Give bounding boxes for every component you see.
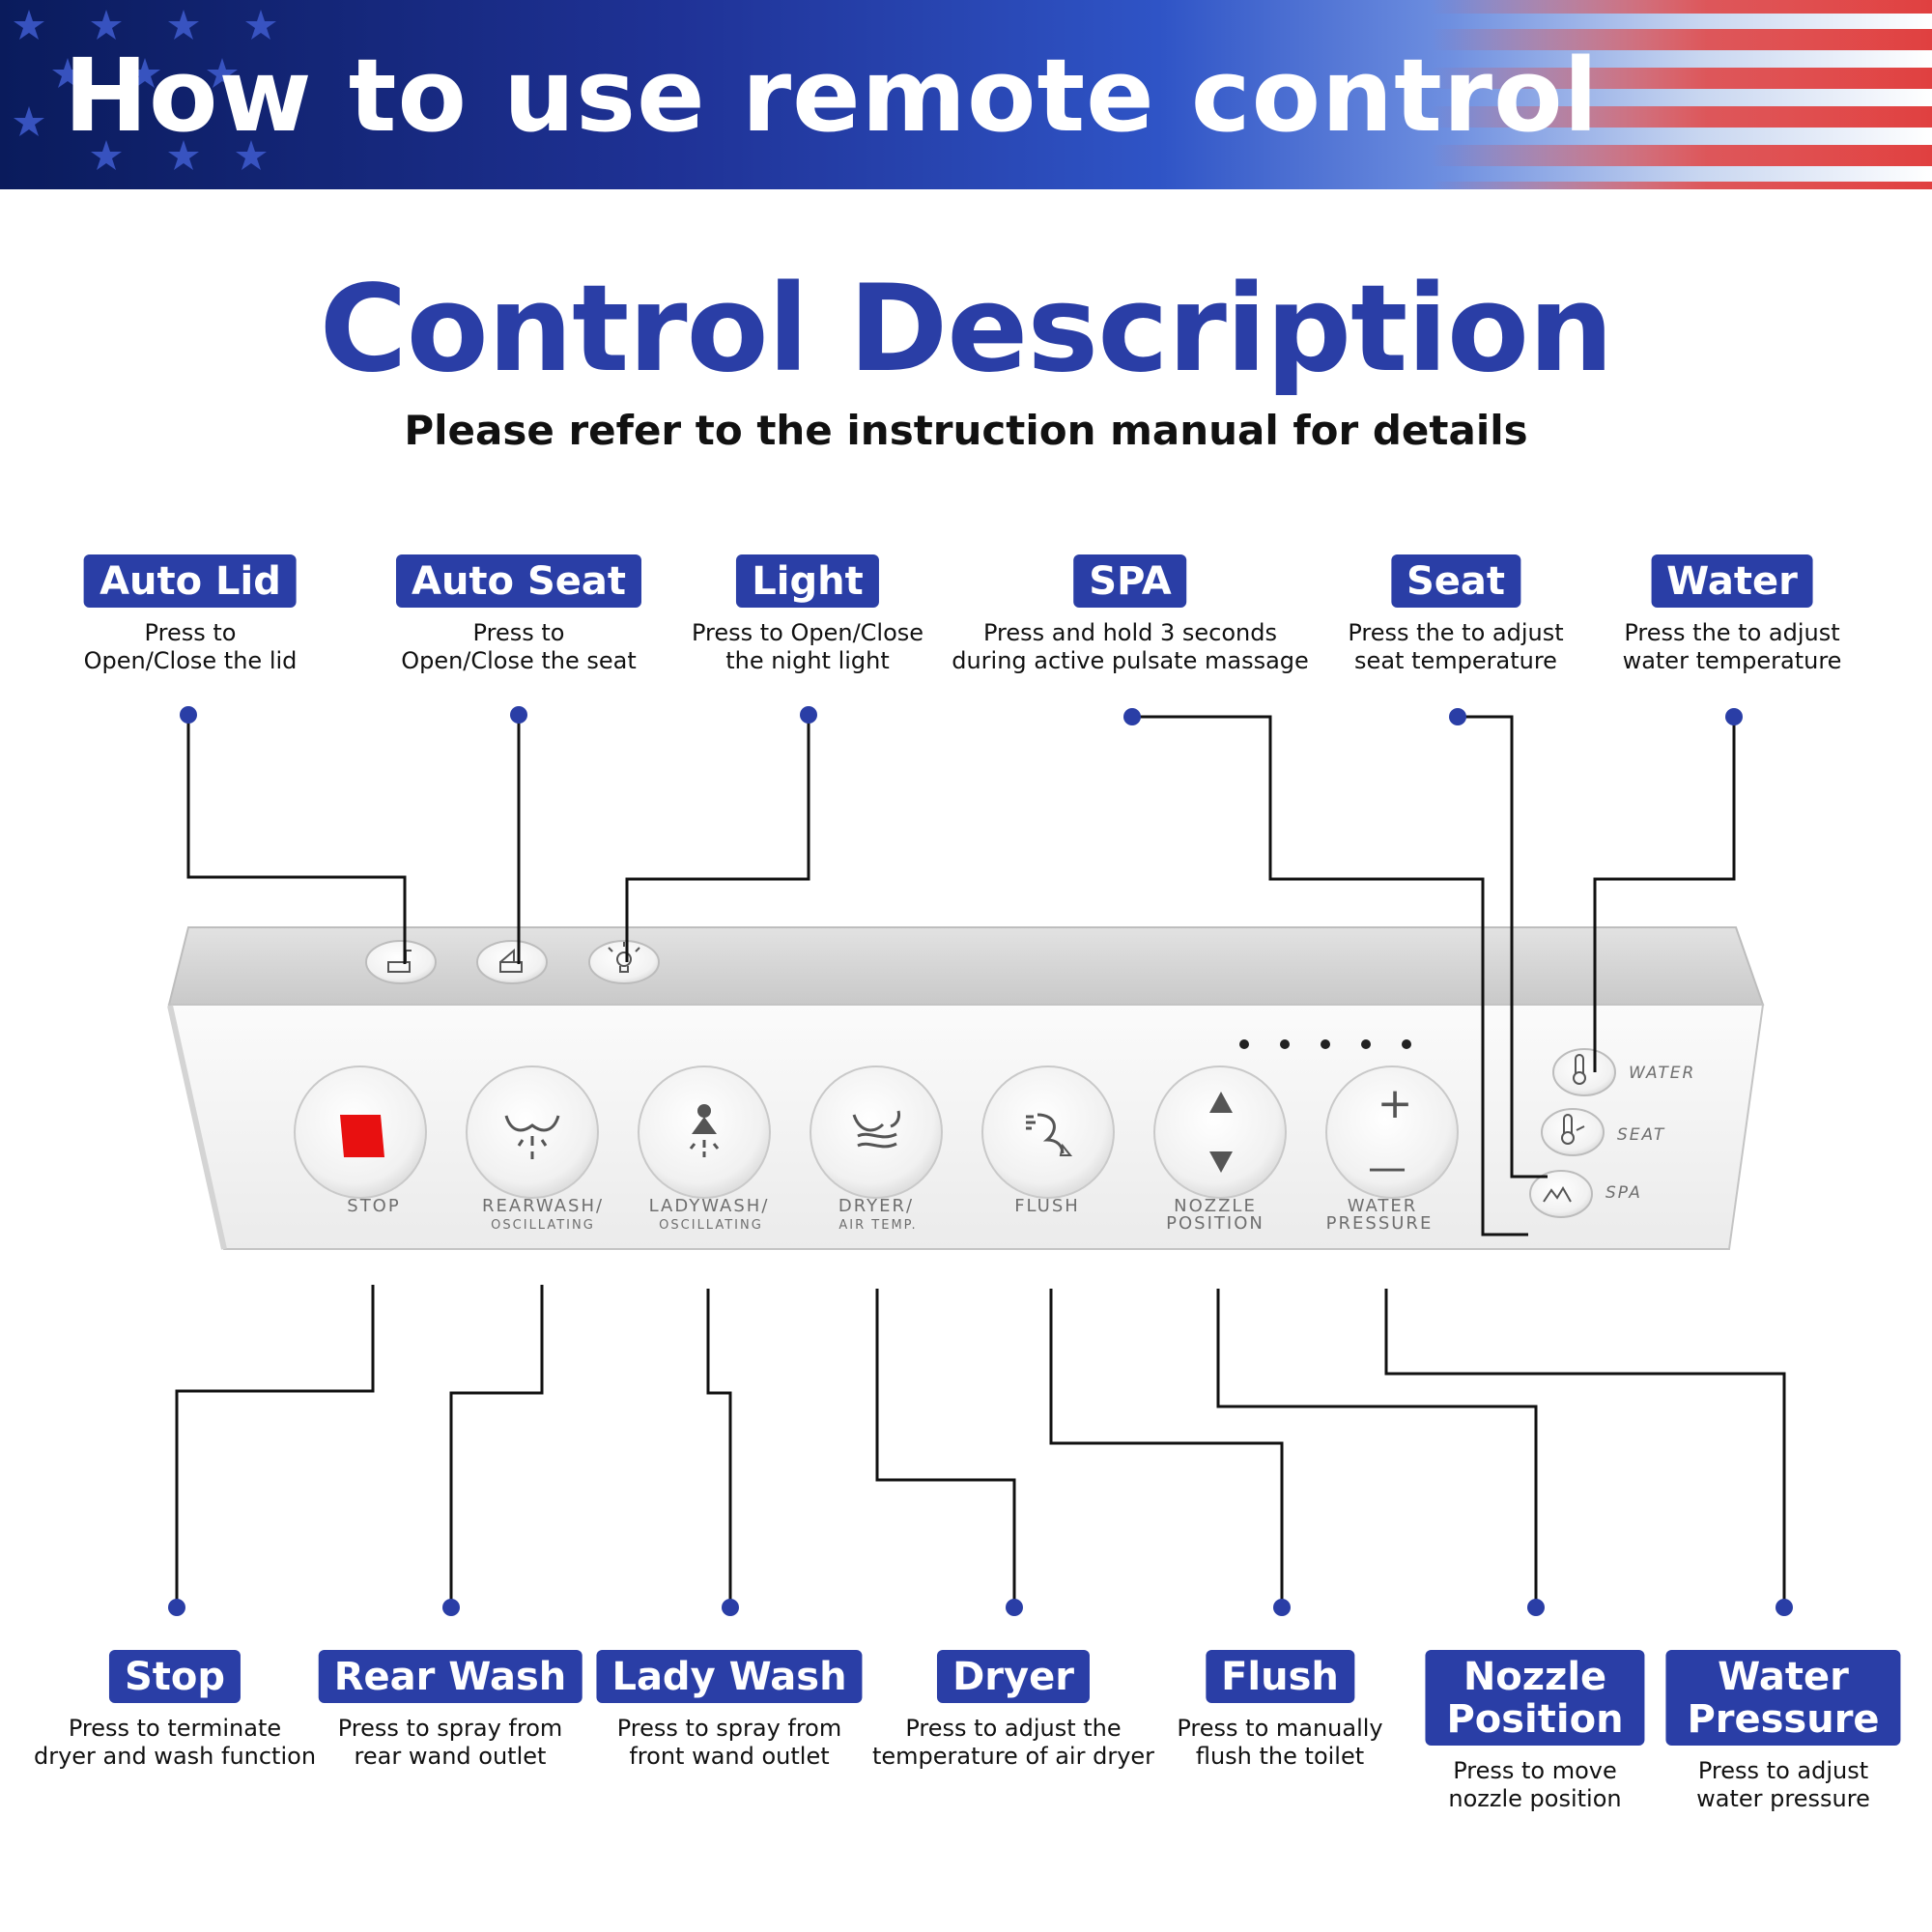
callout-desc: Press to manually flush the toilet [1177, 1715, 1383, 1770]
callout-water-pressure: Water Pressure Press to adjust water pre… [1665, 1650, 1901, 1813]
auto-seat-icon [499, 948, 523, 973]
plus-icon: + [1378, 1079, 1413, 1128]
stop-square-icon [340, 1115, 384, 1157]
flush-icon [1026, 1113, 1073, 1156]
callout-light: Light Press to Open/Close the night ligh… [692, 554, 923, 675]
callout-label: Stop [108, 1650, 242, 1703]
btn-sub-rearwash: OSCILLATING [491, 1218, 595, 1233]
callout-seat: Seat Press the to adjust seat temperatur… [1348, 554, 1564, 675]
btn-label-stop: STOP [347, 1196, 400, 1216]
callout-desc: Press the to adjust seat temperature [1348, 619, 1564, 674]
leader-dots [168, 706, 1793, 1616]
side-label-water: WATER [1629, 1064, 1695, 1083]
nozzle-position-button[interactable]: NOZZLE POSITION [1153, 1065, 1287, 1234]
light-button[interactable] [588, 940, 660, 984]
side-label-spa: SPA [1605, 1183, 1642, 1203]
callout-label: Flush [1206, 1650, 1354, 1703]
callout-label: Dryer [937, 1650, 1090, 1703]
btn-sub-water-pressure: PRESSURE [1326, 1213, 1434, 1234]
leader-lines [175, 715, 1786, 1607]
callout-auto-seat: Auto Seat Press to Open/Close the seat [395, 554, 642, 675]
callout-auto-lid: Auto Lid Press to Open/Close the lid [83, 554, 298, 675]
callout-dryer: Dryer Press to adjust the temperature of… [872, 1650, 1154, 1771]
stop-button[interactable]: STOP [294, 1065, 427, 1216]
rear-wash-button[interactable]: REARWASH/ OSCILLATING [466, 1065, 604, 1233]
callout-spa: SPA Press and hold 3 seconds during acti… [952, 554, 1309, 675]
callout-desc: Press to Open/Close the lid [83, 619, 298, 674]
page-subtitle: Please refer to the instruction manual f… [404, 407, 1528, 454]
callout-desc: Press and hold 3 seconds during active p… [952, 619, 1309, 674]
callout-lady-wash: Lady Wash Press to spray from front wand… [596, 1650, 863, 1771]
callout-desc: Press to terminate dryer and wash functi… [33, 1715, 317, 1770]
callout-stop: Stop Press to terminate dryer and wash f… [34, 1650, 316, 1771]
rear-wash-icon [504, 1115, 560, 1159]
dryer-icon [852, 1110, 900, 1149]
callout-label: Auto Lid [84, 554, 297, 608]
auto-seat-button[interactable] [476, 940, 548, 984]
seat-thermometer-icon [1561, 1114, 1585, 1145]
btn-sub-nozzle: POSITION [1166, 1213, 1264, 1234]
btn-sub-ladywash: OSCILLATING [659, 1218, 763, 1233]
callout-rear-wash: Rear Wash Press to spray from rear wand … [318, 1650, 582, 1771]
up-arrow-icon [1209, 1092, 1233, 1113]
banner-title: How to use remote control [64, 37, 1600, 155]
down-arrow-icon [1209, 1151, 1233, 1173]
btn-label-dryer: DRYER/ [838, 1196, 914, 1216]
callout-desc: Press to spray from rear wand outlet [337, 1715, 563, 1770]
callout-desc: Press to Open/Close the night light [691, 619, 924, 674]
lady-wash-icon [689, 1104, 720, 1157]
side-label-seat: SEAT [1617, 1125, 1665, 1145]
callout-label: Water Pressure [1665, 1650, 1901, 1746]
btn-label-flush: FLUSH [1014, 1196, 1080, 1216]
spa-mountain-icon [1543, 1186, 1572, 1203]
seat-temp-button[interactable]: SEAT [1541, 1108, 1665, 1156]
btn-sub-dryer: AIR TEMP. [838, 1218, 917, 1233]
callout-desc: Press to spray from front wand outlet [616, 1715, 842, 1770]
callout-label: Auto Seat [395, 554, 642, 608]
callout-flush: Flush Press to manually flush the toilet [1177, 1650, 1383, 1771]
callout-label: Seat [1390, 554, 1521, 608]
star-field [14, 10, 276, 170]
water-temp-button[interactable]: WATER [1552, 1048, 1695, 1096]
btn-label-ladywash: LADYWASH/ [649, 1196, 770, 1216]
dryer-button[interactable]: DRYER/ AIR TEMP. [810, 1065, 943, 1233]
header-banner: How to use remote control [0, 0, 1932, 189]
spa-button[interactable]: SPA [1529, 1170, 1642, 1218]
callout-label: Nozzle Position [1425, 1650, 1645, 1746]
callout-desc: Press to adjust water pressure [1696, 1757, 1870, 1812]
light-bulb-icon [608, 942, 640, 973]
indicator-leds [1239, 1039, 1411, 1049]
callout-nozzle-position: Nozzle Position Press to move nozzle pos… [1425, 1650, 1645, 1813]
callout-label: Light [736, 554, 879, 608]
callout-label: Rear Wash [318, 1650, 582, 1703]
auto-lid-button[interactable] [365, 940, 437, 984]
flag-stripes [1430, 0, 1932, 189]
callout-label: Water [1651, 554, 1813, 608]
callout-desc: Press to adjust the temperature of air d… [871, 1715, 1155, 1770]
callout-desc: Press the to adjust water temperature [1622, 619, 1842, 674]
btn-label-rearwash: REARWASH/ [482, 1196, 604, 1216]
water-pressure-button[interactable]: + — WATER PRESSURE [1325, 1065, 1459, 1234]
lady-wash-button[interactable]: LADYWASH/ OSCILLATING [638, 1065, 771, 1233]
btn-label-water-pressure: WATER [1348, 1196, 1418, 1216]
minus-icon: — [1368, 1146, 1406, 1190]
flush-button[interactable]: FLUSH [981, 1065, 1115, 1216]
page-title: Control Description [319, 260, 1614, 399]
callout-label: Lady Wash [596, 1650, 863, 1703]
callout-desc: Press to Open/Close the seat [401, 619, 637, 674]
thermometer-icon [1573, 1054, 1586, 1085]
btn-label-nozzle: NOZZLE [1174, 1196, 1257, 1216]
callout-desc: Press to move nozzle position [1448, 1757, 1622, 1812]
callout-water: Water Press the to adjust water temperat… [1622, 554, 1842, 675]
callout-label: SPA [1073, 554, 1187, 608]
